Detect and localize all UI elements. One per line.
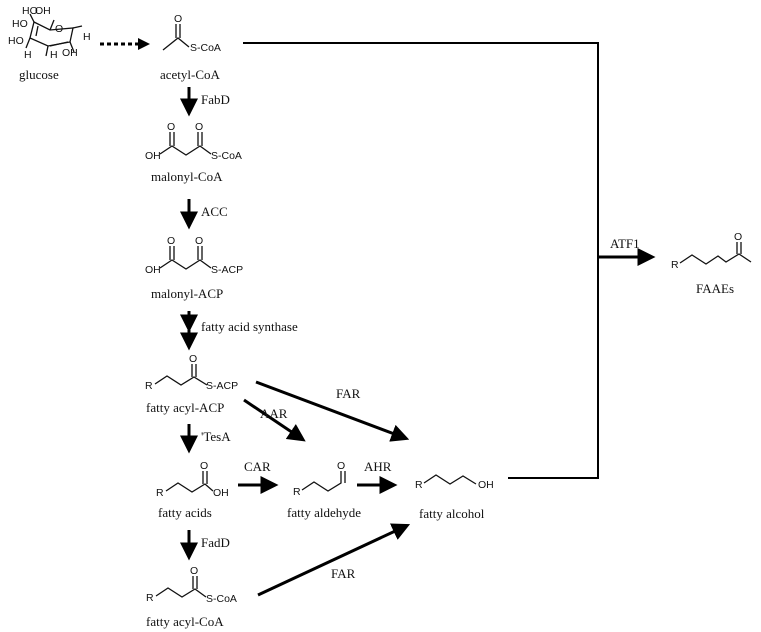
s-coa-label: S-CoA — [190, 42, 221, 54]
fatty-acyl-coa-label: fatty acyl-CoA — [146, 614, 224, 629]
aldehyde-o-label: O — [337, 460, 345, 472]
r-group-label: R — [293, 486, 301, 498]
car-enzyme-label: CAR — [244, 459, 271, 474]
r-group-label: R — [156, 487, 164, 499]
fadd-enzyme-label: FadD — [201, 535, 230, 550]
oh-label: OH — [145, 150, 161, 162]
ahr-enzyme-label: AHR — [364, 459, 392, 474]
glucose-ho-label: HO — [8, 35, 24, 47]
r-group-label: R — [146, 592, 154, 604]
s-acp-label: S-ACP — [206, 380, 238, 392]
carbonyl-o-label: O — [167, 235, 175, 247]
fatty-aldehyde-label: fatty aldehyde — [287, 505, 361, 520]
malonyl-coa-structure: OH O O S-CoA — [145, 121, 242, 162]
acetyl-coa-structure: O S-CoA — [163, 13, 221, 54]
ester-o-label: O — [734, 231, 742, 243]
fatty-acids-label: fatty acids — [158, 505, 212, 520]
atf1-enzyme-label: ATF1 — [610, 236, 640, 251]
far-enzyme-label-bottom: FAR — [331, 566, 356, 581]
aar-enzyme-label: AAR — [260, 406, 288, 421]
glucose-h-label: H — [24, 49, 32, 61]
carbonyl-o-label: O — [195, 121, 203, 133]
fatty-acids-structure: R O OH — [156, 460, 229, 499]
oh-label: OH — [145, 264, 161, 276]
glucose-ho-label: HO — [12, 18, 28, 30]
malonyl-acp-structure: OH O O S-ACP — [145, 235, 243, 276]
carbonyl-o-label: O — [167, 121, 175, 133]
s-coa-label: S-CoA — [211, 150, 242, 162]
carbonyl-o-label: O — [195, 235, 203, 247]
fatty-alcohol-structure: R OH — [415, 475, 494, 491]
fabd-enzyme-label: FabD — [201, 92, 230, 107]
glucose-oh-label: OH — [62, 47, 78, 59]
glucose-h-label: H — [50, 49, 58, 61]
glucose-structure: HO OH HO HO O H OH H H — [8, 5, 91, 61]
fatty-aldehyde-structure: R O — [293, 460, 345, 498]
faaes-structure: R O — [671, 231, 751, 271]
acetyl-coa-to-atf1-line — [243, 43, 598, 257]
faaes-label: FAAEs — [696, 281, 734, 296]
arrow-far-bottom — [258, 526, 406, 595]
glucose-label: glucose — [19, 67, 59, 82]
carbonyl-o-label: O — [174, 13, 182, 25]
r-group-label: R — [415, 479, 423, 491]
r-group-label: R — [145, 380, 153, 392]
fatty-acyl-coa-structure: R O S-CoA — [146, 565, 237, 605]
fatty-alcohol-label: fatty alcohol — [419, 506, 485, 521]
oh-label: OH — [213, 487, 229, 499]
glucose-h-label: H — [83, 31, 91, 43]
dotted-arrowhead — [138, 38, 150, 50]
glucose-ring-o-label: O — [55, 23, 63, 35]
s-acp-label: S-ACP — [211, 264, 243, 276]
carbonyl-o-label: O — [189, 353, 197, 365]
oh-label: OH — [478, 479, 494, 491]
malonyl-coa-label: malonyl-CoA — [151, 169, 223, 184]
glucose-oh-label: OH — [35, 5, 51, 17]
tesa-enzyme-label: 'TesA — [201, 429, 231, 444]
r-group-label: R — [671, 259, 679, 271]
fatty-acyl-acp-structure: R O S-ACP — [145, 353, 238, 392]
carbonyl-o-label: O — [200, 460, 208, 472]
fatty-acyl-acp-label: fatty acyl-ACP — [146, 400, 224, 415]
acetyl-coa-label: acetyl-CoA — [160, 67, 221, 82]
acc-enzyme-label: ACC — [201, 204, 228, 219]
fatty-alcohol-to-atf1-line — [508, 257, 598, 478]
fatty-acid-synthase-label: fatty acid synthase — [201, 319, 298, 334]
carbonyl-o-label: O — [190, 565, 198, 577]
far-enzyme-label-top: FAR — [336, 386, 361, 401]
malonyl-acp-label: malonyl-ACP — [151, 286, 223, 301]
s-coa-label: S-CoA — [206, 593, 237, 605]
